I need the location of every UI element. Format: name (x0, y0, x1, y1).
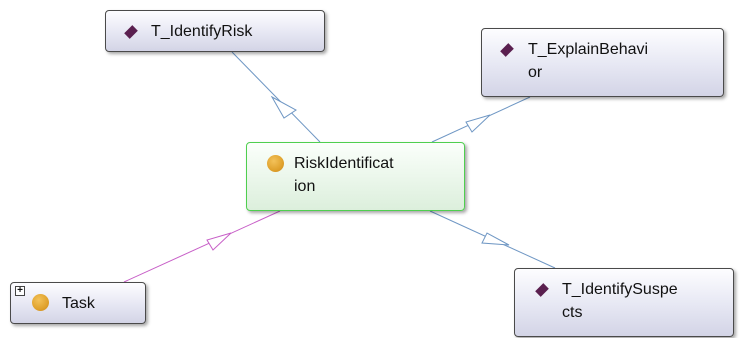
node-label: T_IdentifyRisk (151, 23, 253, 40)
node-risk-identification[interactable]: RiskIdentificat ion (246, 142, 465, 211)
class-circle-icon (32, 294, 49, 311)
edge-instance-identify-risk (231, 51, 321, 143)
node-t-explain-behavior[interactable]: T_ExplainBehavi or (481, 28, 724, 97)
class-circle-icon (267, 155, 284, 172)
individual-diamond-icon (500, 43, 514, 57)
expand-plus-icon[interactable]: + (15, 286, 25, 296)
node-label: T_ExplainBehavi or (528, 41, 649, 81)
node-label: RiskIdentificat ion (294, 155, 394, 195)
node-task[interactable]: + Task (10, 282, 146, 324)
node-t-identify-suspects[interactable]: T_IdentifySuspe cts (514, 268, 734, 337)
edge-subclass-task (123, 210, 281, 283)
individual-diamond-icon (535, 283, 549, 297)
node-label: T_IdentifySuspe cts (562, 281, 678, 321)
edge-arrowhead-task (206, 232, 232, 251)
edge-arrowhead-identify-suspects (481, 232, 510, 246)
node-t-identify-risk[interactable]: T_IdentifyRisk (105, 10, 325, 52)
individual-diamond-icon (124, 25, 138, 39)
edge-arrowhead-identify-risk (270, 95, 297, 119)
edge-arrowhead-explain-behavior (465, 114, 491, 133)
node-label: Task (62, 295, 95, 312)
